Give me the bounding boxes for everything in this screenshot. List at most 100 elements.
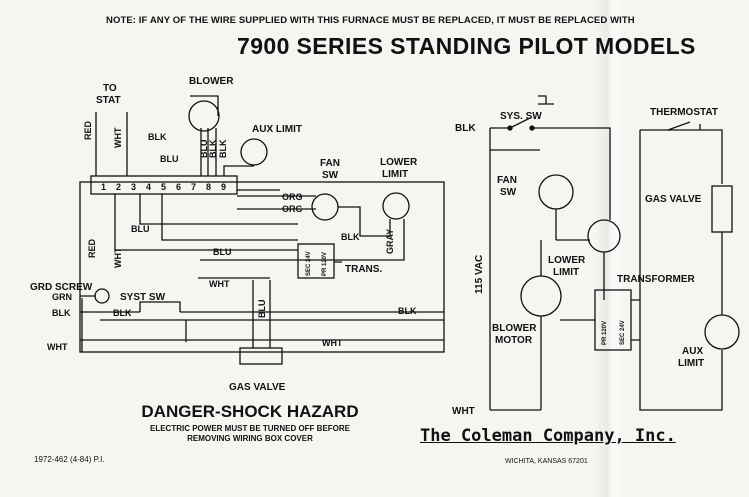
company-name: The Coleman Company, Inc. <box>420 426 676 446</box>
thermostat-contact <box>667 121 701 131</box>
terminal-strip <box>90 175 238 195</box>
wire-blk-label: BLK <box>148 132 167 142</box>
transformer-leads <box>114 194 342 263</box>
wiring-box <box>79 181 445 353</box>
company-city: WICHITA, KANSAS 67201 <box>505 458 588 465</box>
volts-label: 115 VAC <box>474 255 485 294</box>
terminal-2: 2 <box>116 182 121 192</box>
grd-screw-label: GRD SCREW <box>30 282 93 293</box>
replacement-note: NOTE: IF ANY OF THE WIRE SUPPLIED WITH T… <box>106 15 635 26</box>
wire-org-label: ORG <box>282 192 303 202</box>
control-loop <box>639 129 723 411</box>
gas-valve-symbol <box>711 185 733 233</box>
trans-pr-label-right: PR 120V <box>602 321 608 345</box>
danger-line-1: ELECTRIC POWER MUST BE TURNED OFF BEFORE <box>150 424 350 433</box>
fan-switch-symbol <box>538 174 574 210</box>
trans-sec-label-right: SEC 24V <box>620 320 626 345</box>
system-switch-contact <box>509 117 531 129</box>
wire-wht-label-4: WHT <box>322 338 343 348</box>
wire-blk-blower-label-2: BLK <box>218 139 228 158</box>
transformer-body <box>297 243 335 279</box>
wire-blu-label-2: BLU <box>131 224 150 234</box>
fan-switch-leads <box>237 195 316 210</box>
ground-screw <box>94 288 110 304</box>
neutral-wires <box>490 319 595 411</box>
sys-sw-label: SYS. SW <box>500 111 542 122</box>
thermostat-label: THERMOSTAT <box>650 107 718 118</box>
terminal-9: 9 <box>221 182 226 192</box>
transformer-label: TRANSFORMER <box>617 274 696 285</box>
wire-wht-label-5: WHT <box>47 342 68 352</box>
terminal-5: 5 <box>161 182 166 192</box>
page-title: 7900 SERIES STANDING PILOT MODELS <box>237 33 696 59</box>
terminal-7: 7 <box>191 182 196 192</box>
aux-limit-label-right: AUX <box>682 346 703 357</box>
terminal-8: 8 <box>206 182 211 192</box>
wire-blk-blower-label: BLK <box>208 139 218 158</box>
wire-red-label: RED <box>83 120 93 140</box>
fan-switch <box>311 193 339 221</box>
wire-blu-blower-label: BLU <box>199 140 209 159</box>
gas-valve-label-right: GAS VALVE <box>645 194 702 205</box>
aux-limit-symbol <box>704 314 740 350</box>
system-switch-leads <box>80 295 444 313</box>
lower-limit-label-2: LIMIT <box>382 169 408 180</box>
wire-wht-label-2: WHT <box>113 247 123 268</box>
danger-instructions: ELECTRIC POWER MUST BE TURNED OFF BEFORE… <box>90 424 410 444</box>
ground-symbol <box>538 95 554 105</box>
wire-org-label-2: ORG <box>282 204 303 214</box>
fan-sw-label-right-2: SW <box>500 187 517 198</box>
blower-label: BLOWER <box>189 76 234 87</box>
lower-limit-switch <box>382 192 410 220</box>
fan-sw-label: FAN <box>320 158 340 169</box>
to-stat-label-2: STAT <box>96 95 121 106</box>
to-stat-label: TO <box>103 83 117 94</box>
gas-valve-body <box>239 347 283 365</box>
wire-blk-label-2: BLK <box>341 232 360 242</box>
blk-label-right: BLK <box>455 123 476 134</box>
aux-limit-label-right-2: LIMIT <box>678 358 704 369</box>
danger-line-2: REMOVING WIRING BOX COVER <box>187 434 313 443</box>
fan-switch-wires <box>490 149 590 241</box>
part-number: 1972-462 (4-84) P.I. <box>34 455 105 464</box>
system-switch-terminal <box>507 125 513 131</box>
blower-motor-label: BLOWER <box>492 323 537 334</box>
wire-blk-label-3: BLK <box>398 306 417 316</box>
blower-motor-symbol <box>520 275 562 317</box>
trans-sec-label: SEC 24V <box>306 251 312 276</box>
blower-housing <box>188 100 220 132</box>
lower-limit-label-right-2: LIMIT <box>553 267 579 278</box>
wire-wht-label-3: WHT <box>209 279 230 289</box>
aux-limit-leads <box>223 165 280 191</box>
wire-blk-label-4: BLK <box>52 308 71 318</box>
blower-motor-label-2: MOTOR <box>495 335 533 346</box>
fan-sw-label-right: FAN <box>497 175 517 186</box>
terminal-1: 1 <box>101 182 106 192</box>
lower-limit-leads <box>200 206 405 261</box>
blower-leads <box>200 128 217 176</box>
transformer-secondary-wires <box>631 299 640 341</box>
syst-sw-label: SYST SW <box>120 292 166 303</box>
lower-limit-label-right: LOWER <box>548 255 586 266</box>
wht-label-right: WHT <box>452 406 475 417</box>
wire-blu-label-4: BLU <box>257 300 267 319</box>
system-switch-terminal <box>529 125 535 131</box>
paper-fold-shadow <box>596 0 624 497</box>
lower-limit-wires <box>603 140 611 300</box>
wire-gray-label: GRAY <box>385 229 395 254</box>
danger-heading: DANGER-SHOCK HAZARD <box>141 402 359 421</box>
line-bus <box>489 127 611 410</box>
terminal-3: 3 <box>131 182 136 192</box>
company-name-text: The Coleman Company, Inc. <box>420 426 676 446</box>
terminal-6: 6 <box>176 182 181 192</box>
wire-wht-label: WHT <box>113 127 123 148</box>
aux-limit-switch <box>240 138 268 166</box>
trans-label: TRANS. <box>345 264 382 275</box>
wire-blu-label: BLU <box>160 154 179 164</box>
lower-limit-symbol <box>587 219 621 253</box>
power-leads <box>80 319 444 342</box>
fan-sw-label-2: SW <box>322 170 339 181</box>
wire-blu-label-3: BLU <box>213 247 232 257</box>
